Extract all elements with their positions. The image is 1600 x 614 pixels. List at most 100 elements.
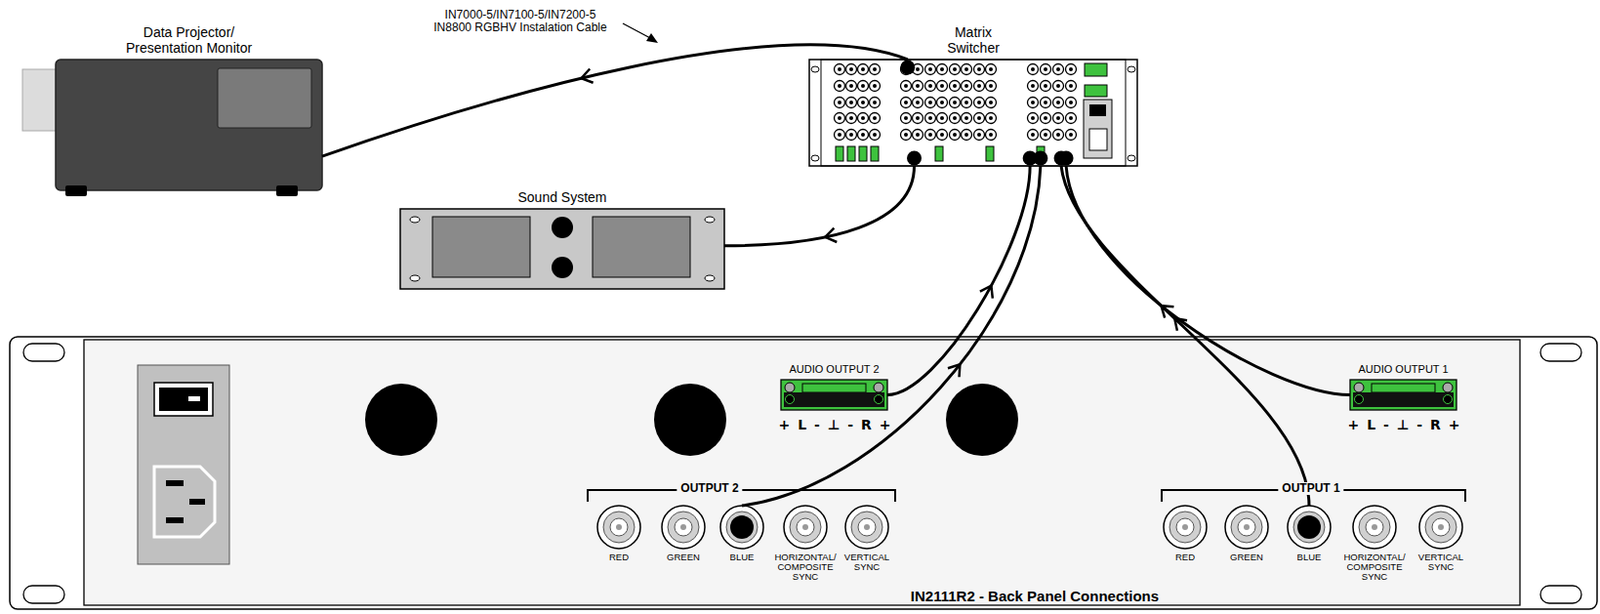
input-jack	[937, 64, 948, 76]
bnc-ring	[726, 511, 758, 543]
input-jack	[961, 97, 973, 109]
input-jack	[846, 129, 858, 141]
node-label: BLUE	[730, 552, 755, 564]
rack-slot	[23, 585, 65, 604]
input-jack	[961, 81, 973, 92]
mount-slot	[811, 155, 820, 162]
bnc-connector	[1287, 505, 1331, 549]
input-jack	[961, 129, 973, 141]
input-jack	[834, 97, 846, 109]
input-jack	[949, 81, 961, 92]
mount-slot	[704, 216, 715, 223]
input-jack-pin	[1043, 116, 1048, 121]
bnc-insulator	[674, 518, 693, 536]
input-jack-pin	[849, 116, 854, 121]
input-jack-pin	[872, 116, 877, 121]
pin-labels: + L - ⊥ - R +	[1348, 417, 1461, 433]
iec-pin	[165, 480, 184, 487]
input-jack-pin	[837, 132, 842, 137]
input-jack	[937, 81, 948, 92]
input-jack-pin	[1056, 132, 1061, 137]
bnc-connector	[1353, 505, 1396, 549]
input-jack	[1066, 129, 1077, 141]
device-node: BLUE	[720, 505, 764, 549]
signal-label: GREEN	[666, 552, 700, 563]
bnc-insulator	[1432, 518, 1450, 536]
input-jack	[901, 113, 912, 124]
input-jack-pin	[977, 116, 982, 121]
input-jack	[1027, 81, 1039, 92]
input-jack-pin	[928, 83, 933, 88]
group-label: OUTPUT 1	[1277, 482, 1344, 495]
input-jack-pin	[988, 100, 993, 105]
input-jack-pin	[940, 132, 944, 137]
projector-lens	[22, 69, 58, 131]
input-jack	[901, 97, 912, 109]
input-jack	[834, 64, 846, 76]
input-jack	[1040, 129, 1052, 141]
input-jack	[1027, 113, 1039, 124]
input-jack	[949, 129, 961, 141]
input-jack	[1053, 129, 1065, 141]
input-jack-pin	[1056, 100, 1061, 105]
mount-slot	[1127, 155, 1136, 162]
bnc-insulator	[796, 518, 815, 536]
input-jack	[1040, 97, 1052, 109]
power-switch	[154, 382, 213, 416]
knob	[551, 216, 574, 239]
mount-slot	[1127, 66, 1136, 73]
bnc-ring	[1425, 511, 1457, 543]
cable-arrow	[1160, 305, 1174, 318]
bnc-connector	[1163, 505, 1207, 549]
mount-hole	[873, 382, 884, 393]
input-jack-pin	[903, 83, 908, 88]
bnc-connector	[597, 505, 641, 549]
input-jack	[937, 113, 948, 124]
bnc-insulator	[1176, 518, 1194, 536]
input-jack	[834, 113, 846, 124]
input-jack	[1053, 64, 1065, 76]
input-jack-pin	[849, 132, 854, 137]
bnc-connector	[720, 505, 764, 549]
input-jack-pin	[915, 100, 920, 105]
input-jack	[901, 129, 912, 141]
terminal-screw	[785, 395, 795, 405]
bnc-connector	[1419, 505, 1463, 549]
input-jack	[985, 97, 997, 109]
power-switch-rocker	[159, 387, 208, 411]
input-jack	[901, 81, 912, 92]
terminal-block	[1350, 379, 1457, 411]
input-jack	[912, 113, 924, 124]
input-jack-pin	[1030, 132, 1035, 137]
input-jack	[869, 129, 881, 141]
input-jack	[949, 64, 961, 76]
input-jack	[925, 64, 937, 76]
input-jack-pin	[872, 100, 877, 105]
signal-label: GREEN	[1230, 552, 1264, 563]
input-jack	[912, 81, 924, 92]
bnc-connector	[1225, 505, 1269, 549]
node-label: AUDIO OUTPUT 1	[1357, 363, 1448, 376]
bnc-pin	[802, 524, 809, 531]
input-jack-pin	[1068, 67, 1073, 72]
input-jack	[974, 64, 985, 76]
terminal-strip	[783, 392, 885, 408]
input-jack	[925, 81, 937, 92]
input-jack-pin	[872, 67, 877, 72]
input-jack	[869, 81, 881, 92]
input-jack-pin	[977, 100, 982, 105]
input-jack-pin	[988, 116, 993, 121]
mount-slot	[410, 216, 420, 223]
input-jack-pin	[1043, 100, 1048, 105]
bnc-ring	[667, 511, 699, 543]
node-label: AUDIO OUTPUT 2	[788, 363, 879, 376]
input-jack-pin	[964, 116, 969, 121]
input-jack	[925, 113, 937, 124]
device-node: AUDIO OUTPUT 1	[1350, 379, 1457, 411]
input-jack	[1053, 81, 1065, 92]
input-jack-pin	[940, 67, 944, 72]
input-jack-pin	[988, 132, 993, 137]
mount-hole	[1442, 382, 1453, 393]
